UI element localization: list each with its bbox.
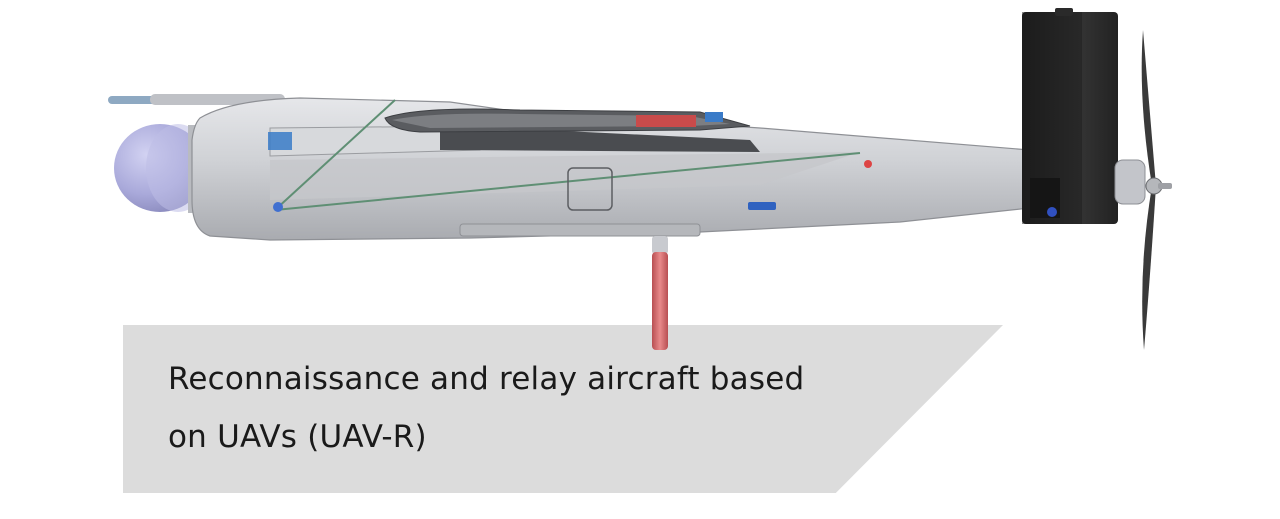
wing <box>384 108 751 133</box>
caption-panel <box>123 325 1003 493</box>
caption-text: Reconnaissance and relay aircraft based … <box>168 350 868 466</box>
propeller-icon <box>1114 30 1172 350</box>
fuselage <box>191 97 1031 241</box>
caption-line-2: on UAVs (UAV-R) <box>168 419 427 455</box>
caption-line-1: Reconnaissance and relay aircraft based <box>168 361 805 397</box>
antenna-mast-icon <box>652 236 668 350</box>
tail-box <box>1022 8 1118 224</box>
